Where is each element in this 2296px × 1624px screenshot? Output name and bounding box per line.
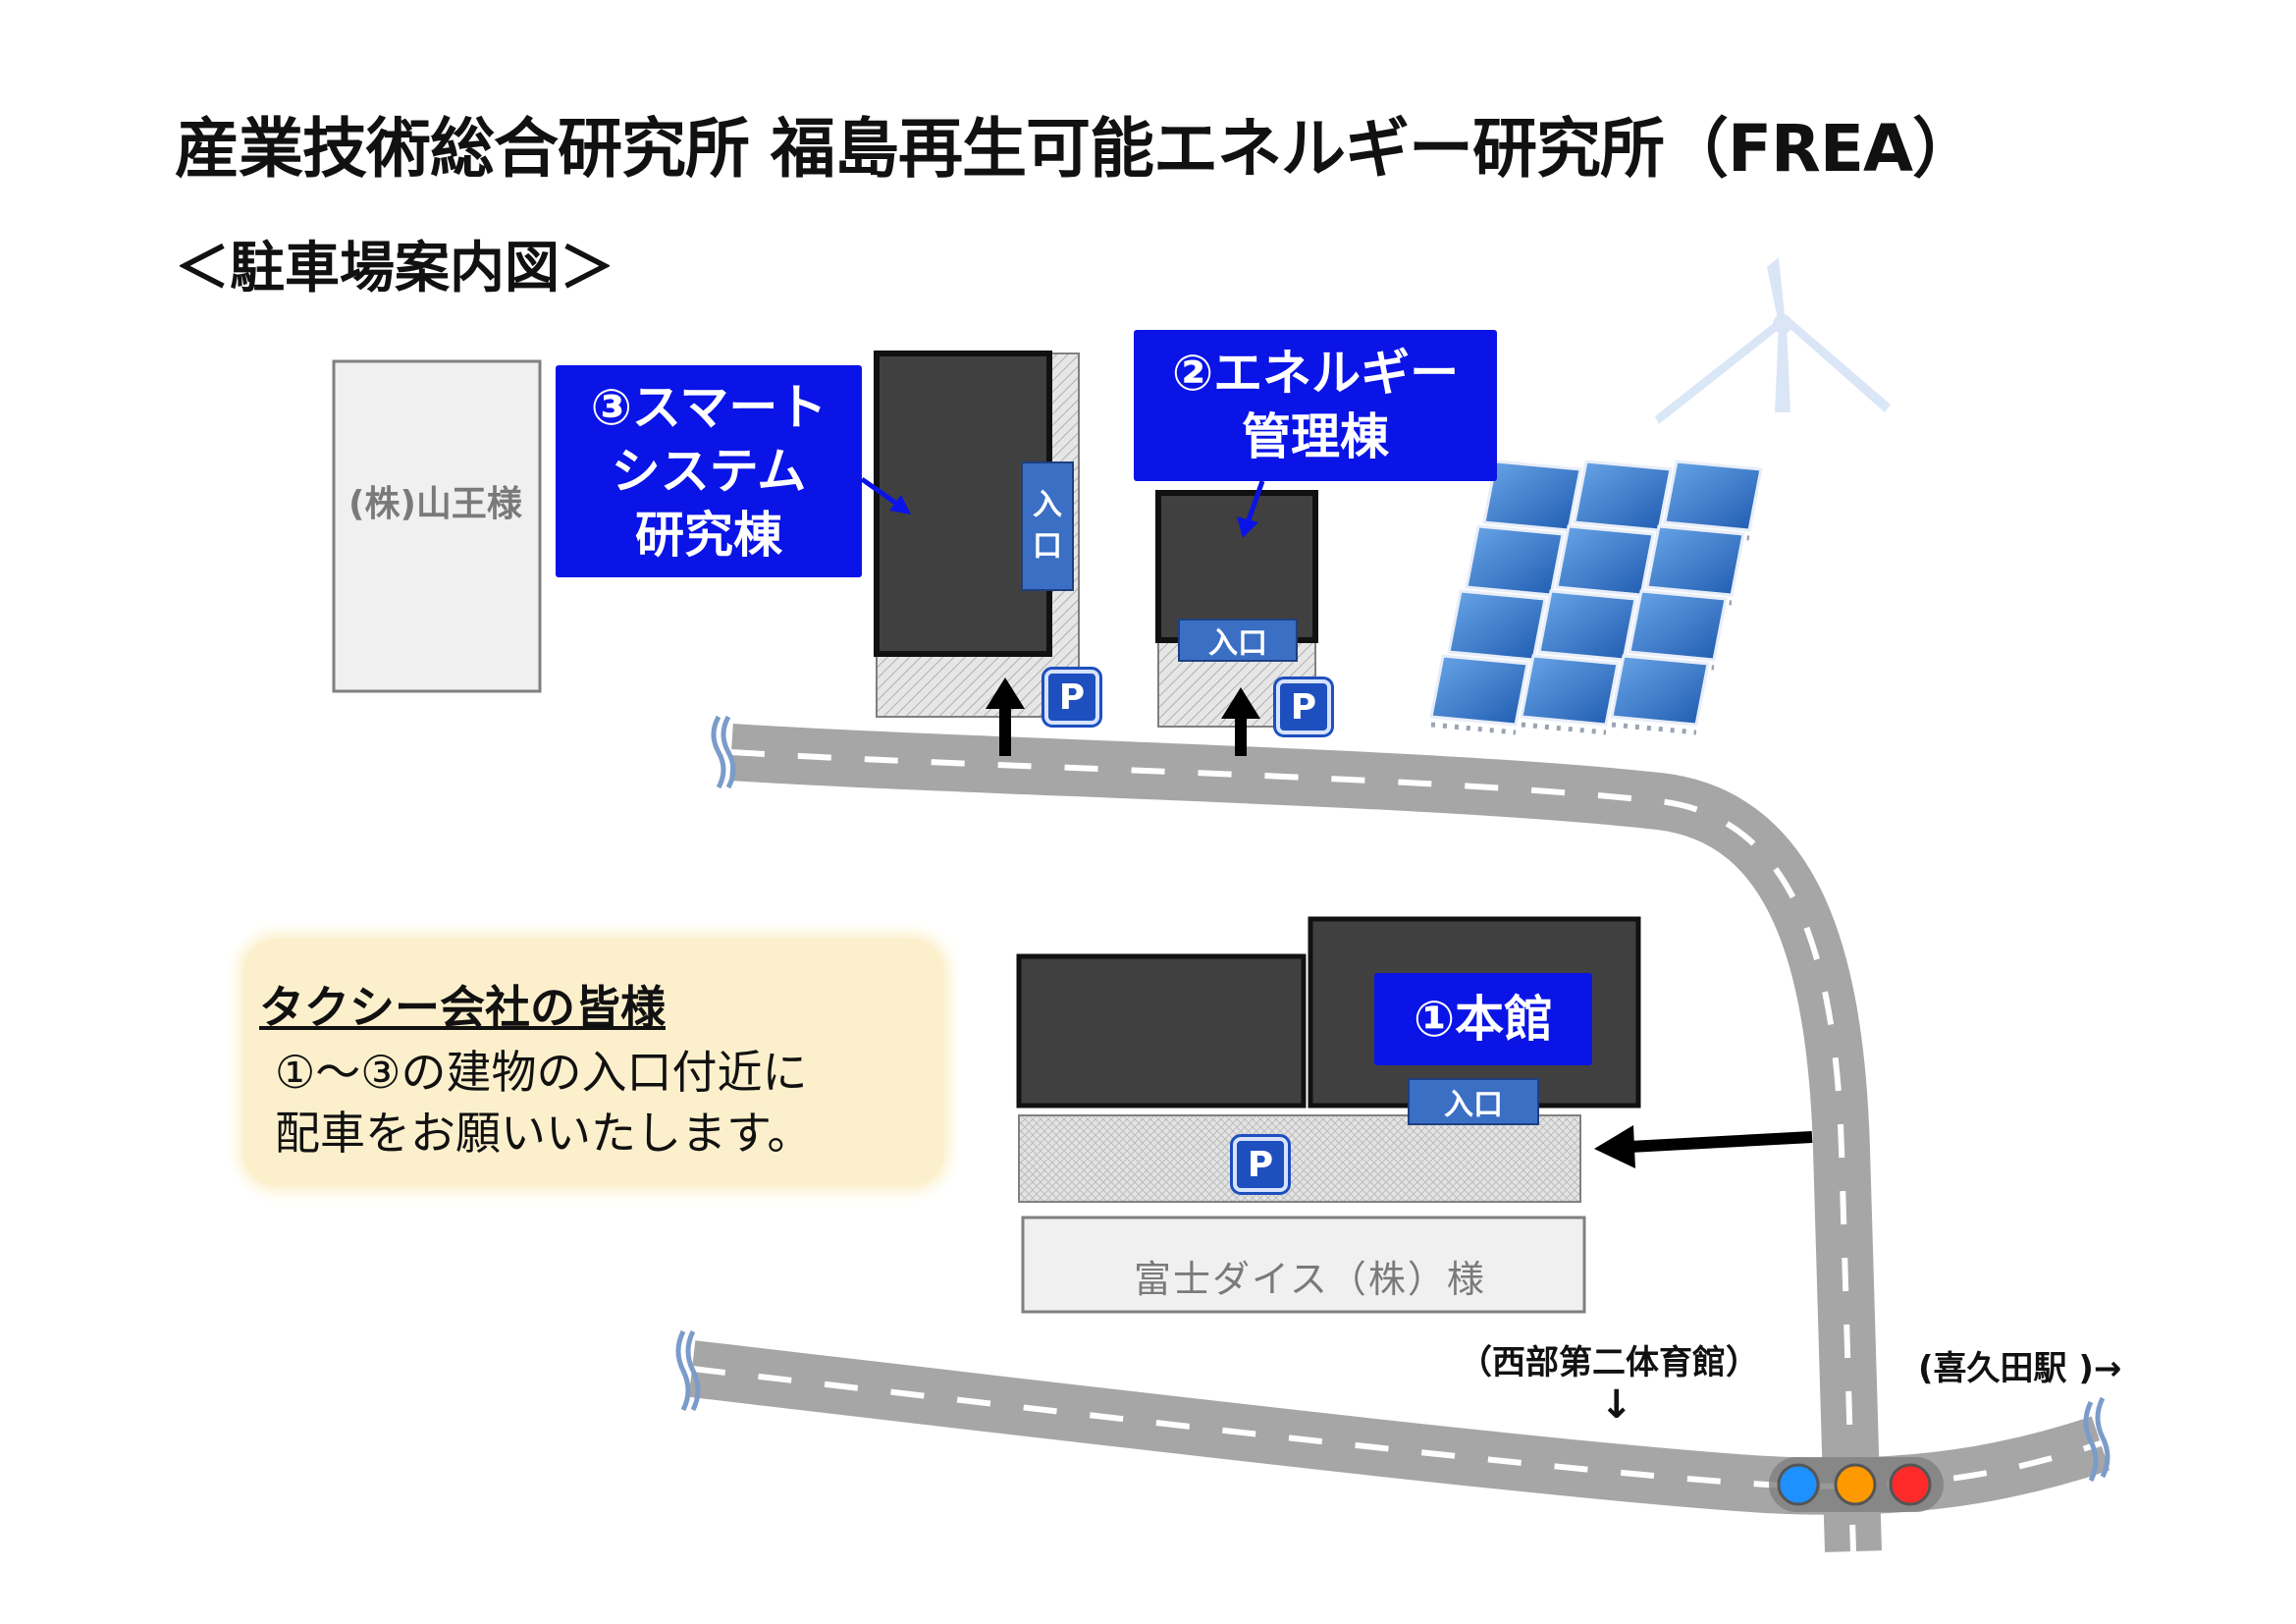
energy-mgmt-building (1155, 490, 1318, 643)
solar-panel-array (1429, 460, 1763, 735)
smart-system-label-line2: システム (611, 442, 807, 500)
solar-panel-icon (1645, 524, 1745, 597)
solar-panel-stand (1521, 722, 1607, 735)
smart-system-label: ③スマート システム 研究棟 (556, 365, 862, 577)
road-network (675, 715, 2110, 1552)
entrance-char2: 口 (1033, 529, 1062, 564)
main-parking (1018, 1114, 1581, 1203)
solar-panel-icon (1482, 460, 1582, 532)
page-title: 産業技術総合研究所 福島再生可能エネルギー研究所（FREA） (175, 111, 1977, 187)
taxi-notice-line2: 配車をお願いいたします。 (275, 1107, 813, 1160)
direction-seibu-gym: （西部第二体育館） (1459, 1343, 1759, 1382)
main-building-label: ①本館 (1374, 973, 1592, 1065)
parking-icon: P (1041, 667, 1102, 728)
energy-mgmt-entrance: 入口 (1178, 619, 1298, 662)
taxi-notice-box (243, 939, 944, 1186)
energy-mgmt-label-line1: ②エネルギー (1171, 345, 1460, 402)
main-building-label-text: ①本館 (1413, 990, 1554, 1048)
taxi-notice-heading: タクシー会社の皆様 (259, 981, 666, 1034)
entrance-char1: 入 (1033, 488, 1062, 522)
energy-mgmt-label-line2: 管理棟 (1242, 408, 1389, 465)
parking-icon: P (1273, 677, 1334, 737)
road-upper (729, 724, 1882, 1552)
solar-panel-stand (1430, 722, 1517, 735)
smart-system-label-line3: 研究棟 (635, 506, 782, 564)
solar-panel-icon (1555, 524, 1655, 597)
sanno-label: (株)山王様 (348, 484, 522, 524)
smart-system-entrance: 入 口 (1021, 461, 1074, 591)
traffic-light-icon (1769, 1457, 1944, 1512)
main-entrance: 入口 (1408, 1078, 1539, 1125)
solar-panel-icon (1429, 654, 1529, 727)
fuji-dice-label: 富士ダイス（株）様 (1134, 1258, 1486, 1301)
down-arrow-icon: ↓ (1600, 1382, 1633, 1428)
main-west-wing (1016, 953, 1307, 1109)
road-break (721, 715, 736, 789)
pointer-arrow-icon (860, 476, 1265, 538)
road-break (685, 1329, 701, 1412)
energy-mgmt-label: ②エネルギー 管理棟 (1134, 330, 1497, 481)
solar-panel-icon (1465, 524, 1565, 597)
sanno-building (332, 359, 542, 693)
fuji-dice-building (1021, 1216, 1586, 1314)
solar-panel-icon (1610, 654, 1710, 727)
solar-panel-icon (1663, 460, 1763, 532)
solar-panel-icon (1628, 589, 1728, 662)
solar-panel-icon (1520, 654, 1620, 727)
solar-panel-icon (1447, 589, 1547, 662)
parking-icon: P (1230, 1134, 1291, 1195)
direction-kikuta-station: (喜久田駅 )→ (1918, 1349, 2122, 1388)
smart-system-label-line1: ③スマート (590, 378, 828, 436)
page-subtitle: ＜駐車場案内図＞ (175, 237, 614, 300)
taxi-notice-line1: ①～③の建物の入口付近に (275, 1046, 808, 1099)
solar-panel-icon (1537, 589, 1637, 662)
entry-arrow-icon (986, 677, 1813, 1168)
wind-turbine-icon (1655, 257, 1891, 424)
solar-panel-stand (1611, 722, 1697, 735)
solar-panel-icon (1573, 460, 1673, 532)
road-break (2083, 1400, 2099, 1483)
